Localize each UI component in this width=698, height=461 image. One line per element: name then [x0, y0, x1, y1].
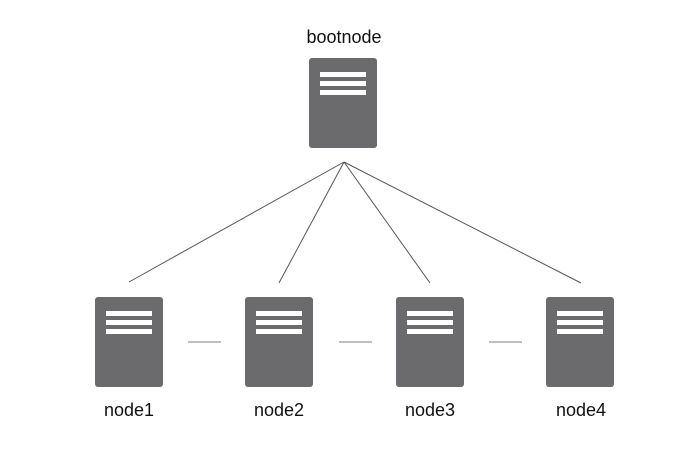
- edge-bootnode-node1: [128, 161, 345, 283]
- node3-server-icon: [396, 297, 464, 387]
- bootnode-label: bootnode: [306, 27, 382, 47]
- edge-bootnode-node4: [343, 161, 582, 284]
- node1-server-icon: [95, 297, 163, 387]
- node4-server-icon: [546, 297, 614, 387]
- bootnode-server-icon: [309, 58, 377, 148]
- edge-bootnode-node3: [343, 161, 431, 284]
- edge-bootnode-node2: [278, 161, 345, 284]
- node3-label: node3: [404, 400, 456, 420]
- node4-label: node4: [555, 400, 607, 420]
- node2-label: node2: [253, 400, 305, 420]
- node2-server-icon: [245, 297, 313, 387]
- node1-label: node1: [103, 400, 155, 420]
